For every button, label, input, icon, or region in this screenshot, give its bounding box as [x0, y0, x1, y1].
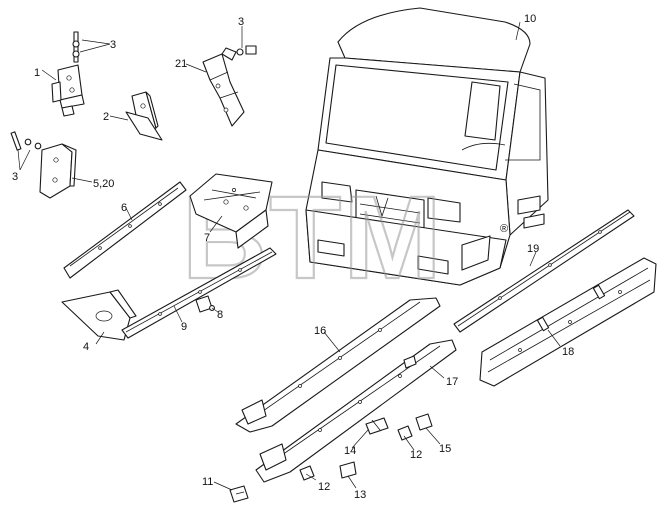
callout-18: 18	[562, 346, 574, 358]
clip-part-15	[415, 413, 433, 431]
bracket-part-5-20	[10, 131, 77, 199]
callout-3-left: 3	[12, 171, 18, 183]
callout-10: 10	[524, 13, 536, 25]
callout-2: 2	[103, 111, 109, 123]
watermark-registered-mark: ®	[500, 223, 508, 235]
sill-part-18	[479, 257, 657, 387]
callout-16: 16	[314, 325, 326, 337]
callout-21: 21	[175, 58, 187, 70]
callout-7: 7	[204, 232, 210, 244]
callout-3-upper-left: 3	[110, 39, 116, 51]
callout-12-upper: 12	[410, 449, 422, 461]
callout-4: 4	[83, 341, 89, 353]
plate-part-4	[61, 289, 137, 341]
callout-19: 19	[527, 243, 539, 255]
rail-part-6	[63, 181, 187, 279]
beam-part-17	[255, 339, 457, 483]
callout-9: 9	[181, 321, 187, 333]
clip-part-14	[365, 417, 389, 435]
callout-8: 8	[217, 309, 223, 321]
callout-6: 6	[121, 202, 127, 214]
callout-14: 14	[344, 445, 356, 457]
bracket-part-7	[189, 173, 273, 249]
clip-part-11	[229, 485, 249, 503]
bracket-part-2	[125, 91, 163, 141]
beam-part-16	[235, 297, 441, 433]
callout-17: 17	[446, 376, 458, 388]
beam-part-9	[121, 247, 277, 339]
callout-5-20: 5,20	[93, 178, 114, 190]
callout-3-upper-mid: 3	[238, 16, 244, 28]
leader-lines	[17, 21, 561, 491]
callout-12-lower: 12	[318, 481, 330, 493]
clip-part-12-upper	[397, 425, 413, 441]
callout-1: 1	[34, 67, 40, 79]
callout-15: 15	[439, 443, 451, 455]
bracket-part-21	[202, 45, 257, 127]
truck-cab	[305, 7, 549, 286]
callout-11: 11	[202, 476, 213, 488]
clip-part-13	[339, 461, 357, 479]
callout-13: 13	[354, 489, 366, 501]
callout-labels: 1 2 3 3 3 4 5,20 6 7 8 9 10 11 12 12 13 …	[12, 13, 574, 501]
bracket-part-1	[51, 31, 85, 117]
rail-part-19	[453, 209, 635, 333]
